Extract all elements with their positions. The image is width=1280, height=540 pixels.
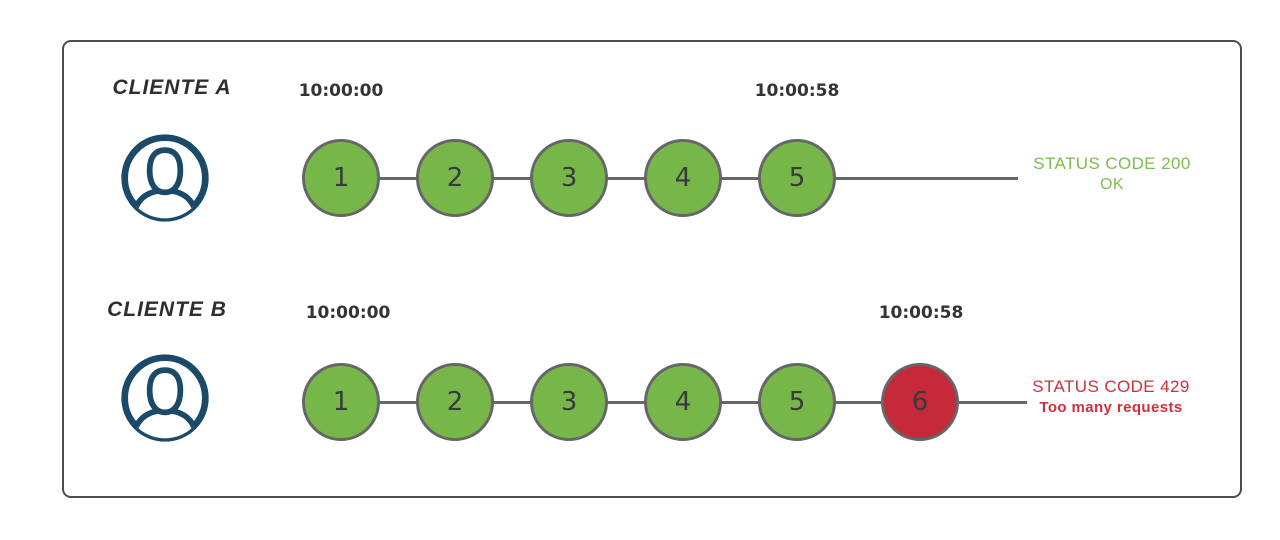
request-number: 2 (446, 163, 464, 193)
status-text: STATUS CODE 429 Too many requests (1028, 376, 1194, 418)
status-line-1: STATUS CODE 200 (1033, 154, 1191, 173)
request-number: 3 (560, 387, 578, 417)
request-circle: 2 (416, 139, 494, 217)
status-line-1: STATUS CODE 429 (1032, 377, 1190, 396)
timestamp-start: 10:00:00 (305, 303, 391, 323)
timestamp-start: 10:00:00 (298, 81, 384, 101)
status-line-2: Too many requests (1039, 399, 1183, 416)
request-circle: 3 (530, 139, 608, 217)
request-number: 1 (332, 387, 350, 417)
request-number: 6 (911, 387, 929, 417)
status-text: STATUS CODE 200 OK (1026, 153, 1198, 195)
request-circle: 1 (302, 363, 380, 441)
request-circle: 4 (644, 139, 722, 217)
request-circle: 5 (758, 363, 836, 441)
request-number: 4 (674, 387, 692, 417)
timestamp-end: 10:00:58 (754, 81, 840, 101)
outer-box (62, 40, 1242, 498)
request-number: 2 (446, 387, 464, 417)
client-label: CLIENTE A (112, 76, 232, 99)
request-number: 5 (788, 163, 806, 193)
request-number: 5 (788, 387, 806, 417)
user-avatar-icon (121, 134, 209, 222)
request-number: 1 (332, 163, 350, 193)
request-number: 3 (560, 163, 578, 193)
request-circle: 2 (416, 363, 494, 441)
request-circle: 6 (881, 363, 959, 441)
request-number: 4 (674, 163, 692, 193)
request-circle: 3 (530, 363, 608, 441)
timestamp-end: 10:00:58 (878, 303, 964, 323)
request-circle: 4 (644, 363, 722, 441)
request-circle: 5 (758, 139, 836, 217)
user-avatar-icon (121, 354, 209, 442)
client-label: CLIENTE B (107, 298, 227, 321)
request-circle: 1 (302, 139, 380, 217)
status-line-2: OK (1100, 176, 1124, 193)
